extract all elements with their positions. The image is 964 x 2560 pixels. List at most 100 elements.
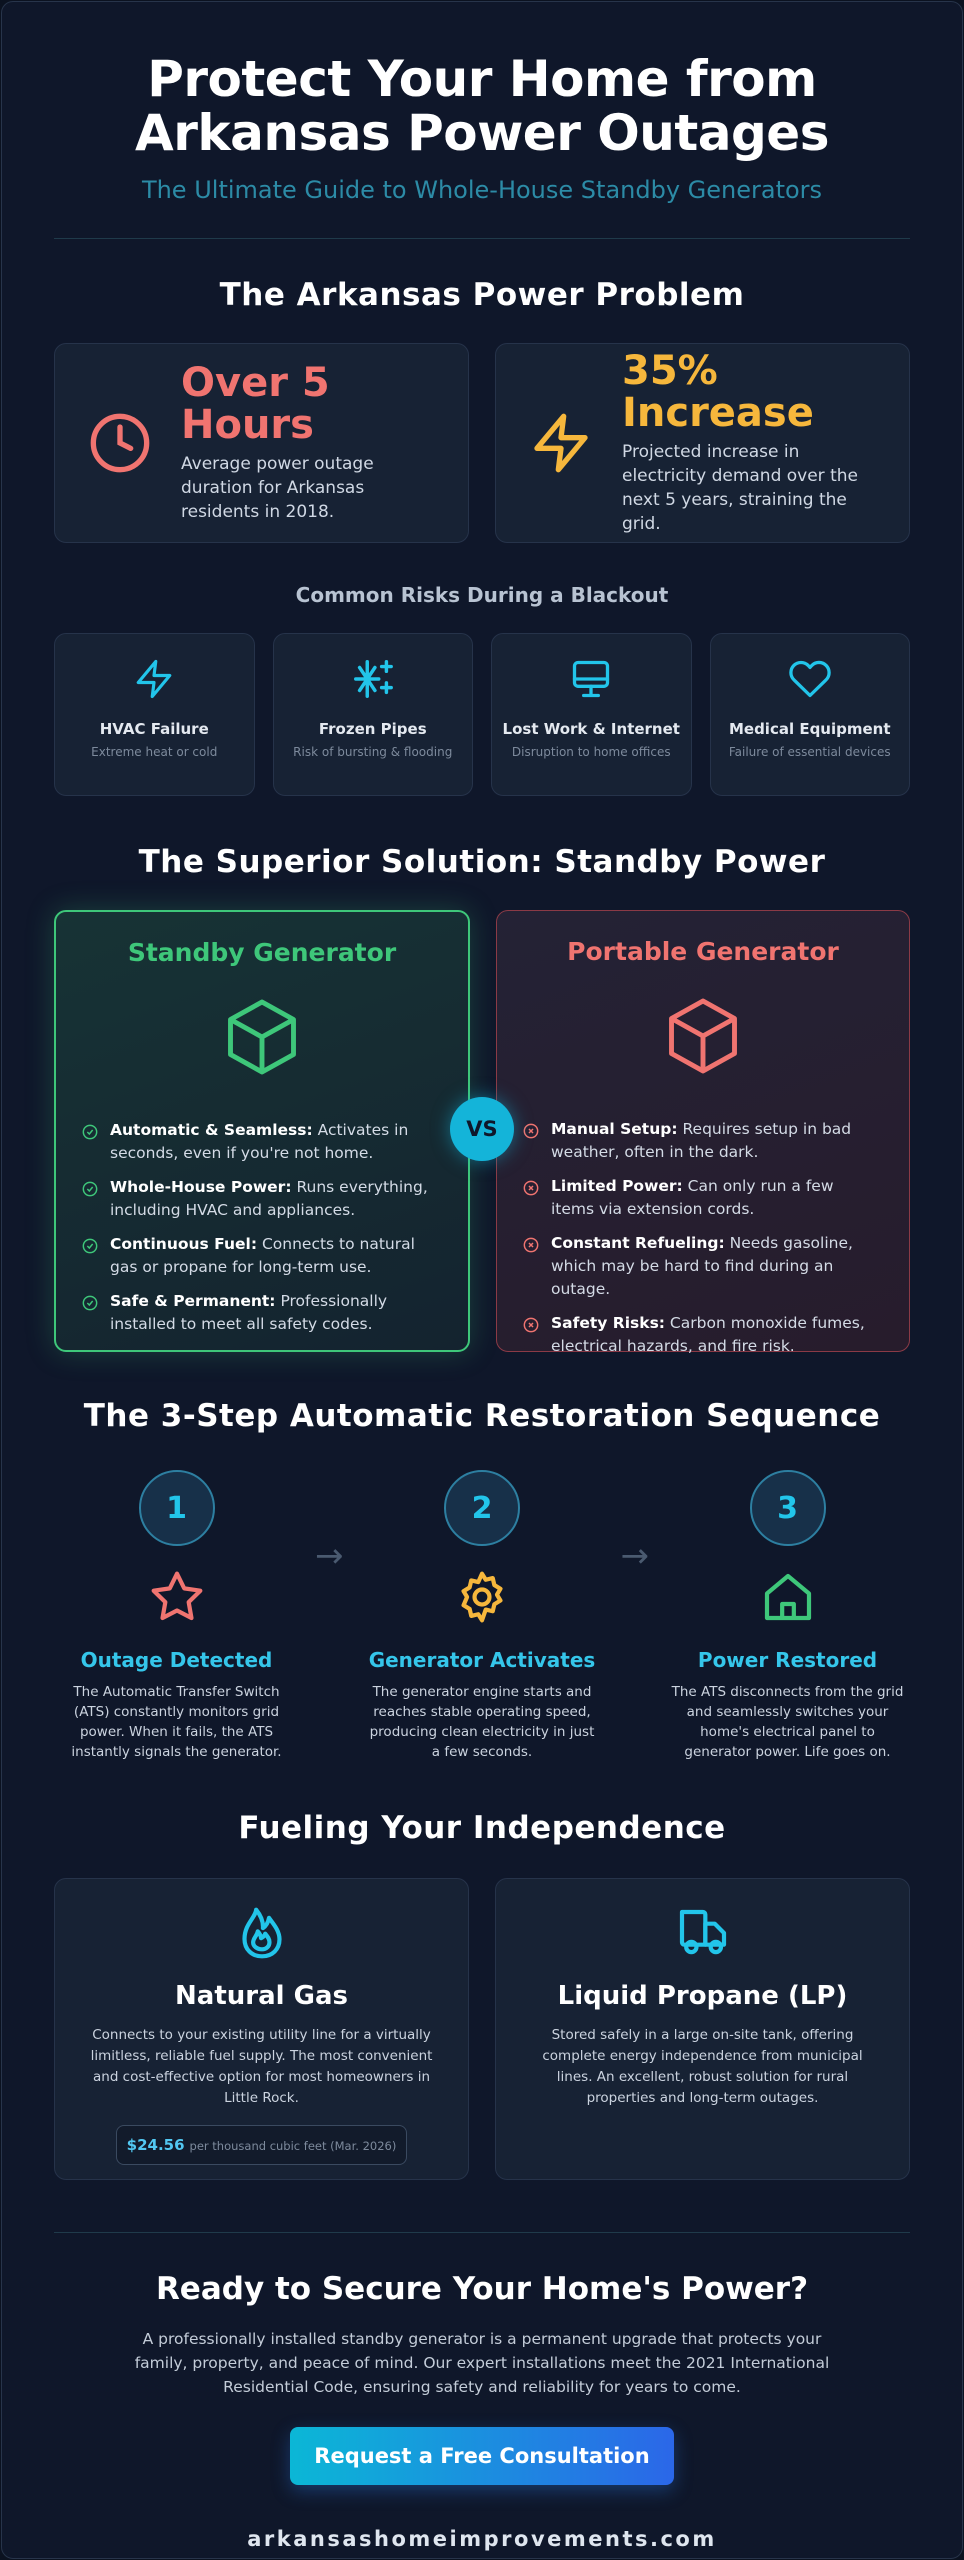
list-item: Safety Risks: Carbon monoxide fumes, ele… [523, 1312, 879, 1358]
monitor-icon [492, 656, 691, 702]
stats-row: Over 5 Hours Average power outage durati… [54, 343, 910, 543]
vs-badge: VS [450, 1097, 514, 1161]
x-circle-icon [523, 1175, 551, 1221]
lightning-icon [526, 408, 596, 478]
fuel-section-title: Fueling Your Independence [238, 1810, 726, 1846]
step-description: The generator engine starts and reaches … [369, 1684, 595, 1760]
sparkles-icon [274, 656, 473, 702]
divider [54, 238, 910, 239]
item-bold: Manual Setup: [551, 1120, 678, 1138]
fuel-row: Natural Gas Connects to your existing ut… [54, 1878, 910, 2180]
item-text: Professionally installed to meet all saf… [110, 1292, 388, 1333]
item-text: Can only run a few items via extension c… [551, 1177, 834, 1218]
item-bold: Continuous Fuel: [110, 1235, 258, 1253]
cta-title: Ready to Secure Your Home's Power? [155, 2271, 809, 2307]
check-icon [82, 1233, 110, 1279]
x-circle-icon [523, 1118, 551, 1164]
step-description: The Automatic Transfer Switch (ATS) cons… [71, 1684, 282, 1760]
arrow-right-icon: → [315, 1536, 344, 1576]
home-icon [665, 1566, 910, 1628]
title-line-1: Protect Your Home from [147, 50, 817, 108]
page-title: Protect Your Home from Arkansas Power Ou… [2, 52, 962, 160]
stat-description: Projected increase in electricity demand… [622, 442, 858, 534]
risk-title: Frozen Pipes [318, 720, 427, 738]
fuel-title: Liquid Propane (LP) [557, 1981, 848, 2011]
truck-icon [496, 1901, 909, 1965]
risks-heading: Common Risks During a Blackout [295, 583, 669, 607]
step-title: Outage Detected [80, 1648, 273, 1672]
item-text: Connects to natural gas or propane for l… [110, 1235, 415, 1276]
price-unit: per thousand cubic feet (Mar. 2026) [189, 2139, 397, 2153]
item-text: Activates in seconds, even if you're not… [110, 1121, 409, 1162]
comparison: Standby Generator Automatic & Seamless: … [54, 910, 910, 1355]
item-text: Carbon monoxide fumes, electrical hazard… [551, 1314, 865, 1355]
stat-description: Average power outage duration for Arkans… [181, 454, 374, 522]
price-value: $24.56 [126, 2136, 185, 2154]
list-item: Automatic & Seamless: Activates in secon… [82, 1119, 438, 1165]
star-icon [54, 1566, 299, 1628]
risk-card-medical: Medical Equipment Failure of essential d… [709, 633, 910, 796]
heart-icon [711, 656, 910, 702]
stat-card-outage: Over 5 Hours Average power outage durati… [54, 343, 469, 543]
header: Protect Your Home from Arkansas Power Ou… [2, 2, 962, 204]
stat-card-demand: 35% Increase Projected increase in elect… [495, 343, 910, 543]
risk-card-pipes: Frozen Pipes Risk of bursting & flooding [272, 633, 473, 796]
request-consultation-button[interactable]: Request a Free Consultation [290, 2427, 674, 2485]
step-title: Generator Activates [368, 1648, 596, 1672]
item-text: Runs everything, including HVAC and appl… [110, 1178, 428, 1219]
cube-icon [497, 976, 909, 1096]
item-bold: Safe & Permanent: [110, 1292, 276, 1310]
problem-section-title: The Arkansas Power Problem [219, 277, 745, 313]
item-text: Requires setup in bad weather, often in … [551, 1120, 852, 1161]
step-number: 1 [138, 1470, 215, 1546]
site-link[interactable]: arkansashomeimprovements.com [247, 2527, 717, 2551]
clock-icon [85, 408, 155, 478]
list-item: Continuous Fuel: Connects to natural gas… [82, 1233, 438, 1279]
item-bold: Constant Refueling: [551, 1234, 725, 1252]
risk-title: Lost Work & Internet [502, 720, 680, 738]
arrow-right-icon: → [620, 1536, 650, 1576]
risk-subtitle: Extreme heat or cold [91, 745, 218, 759]
item-bold: Safety Risks: [551, 1314, 665, 1332]
divider [54, 2232, 910, 2233]
risk-title: Medical Equipment [728, 720, 891, 738]
step-number: 3 [749, 1470, 826, 1546]
solution-section-title: The Superior Solution: Standby Power [138, 844, 826, 880]
stat-value: 35% Increase [622, 348, 814, 436]
item-bold: Limited Power: [551, 1177, 683, 1195]
sequence-section-title: The 3-Step Automatic Restoration Sequenc… [83, 1398, 881, 1434]
fuel-description: Connects to your existing utility line f… [90, 2027, 433, 2106]
steps-row: 1 Outage Detected The Automatic Transfer… [54, 1470, 910, 1762]
lightning-icon [55, 656, 254, 702]
list-item: Safe & Permanent: Professionally install… [82, 1290, 438, 1336]
list-item: Manual Setup: Requires setup in bad weat… [523, 1118, 879, 1164]
step-1: 1 Outage Detected The Automatic Transfer… [54, 1470, 299, 1762]
list-item: Whole-House Power: Runs everything, incl… [82, 1176, 438, 1222]
natural-gas-card: Natural Gas Connects to your existing ut… [54, 1878, 469, 2180]
step-description: The ATS disconnects from the grid and se… [671, 1684, 904, 1760]
check-icon [82, 1176, 110, 1222]
standby-title: Standby Generator [127, 938, 397, 967]
cube-icon [56, 977, 468, 1097]
title-line-2: Arkansas Power Outages [135, 104, 829, 162]
step-number: 2 [444, 1470, 520, 1546]
step-3: 3 Power Restored The ATS disconnects fro… [665, 1470, 910, 1762]
risk-subtitle: Failure of essential devices [728, 745, 891, 759]
item-text: Needs gasoline, which may be hard to fin… [551, 1234, 853, 1298]
item-bold: Automatic & Seamless: [110, 1121, 313, 1139]
stat-value: Over 5 Hours [181, 360, 330, 448]
gear-icon [360, 1566, 605, 1628]
price-badge: $24.56 per thousand cubic feet (Mar. 202… [115, 2125, 408, 2165]
list-item: Constant Refueling: Needs gasoline, whic… [523, 1232, 879, 1301]
flame-icon [55, 1901, 468, 1965]
page-subtitle: The Ultimate Guide to Whole-House Standb… [141, 176, 823, 204]
risk-subtitle: Disruption to home offices [511, 745, 671, 759]
x-circle-icon [523, 1232, 551, 1301]
check-icon [82, 1119, 110, 1165]
risk-subtitle: Risk of bursting & flooding [293, 745, 453, 759]
list-item: Limited Power: Can only run a few items … [523, 1175, 879, 1221]
x-circle-icon [523, 1312, 551, 1358]
check-icon [82, 1290, 110, 1336]
standby-benefits-list: Automatic & Seamless: Activates in secon… [82, 1119, 438, 1336]
fuel-title: Natural Gas [175, 1981, 348, 2011]
